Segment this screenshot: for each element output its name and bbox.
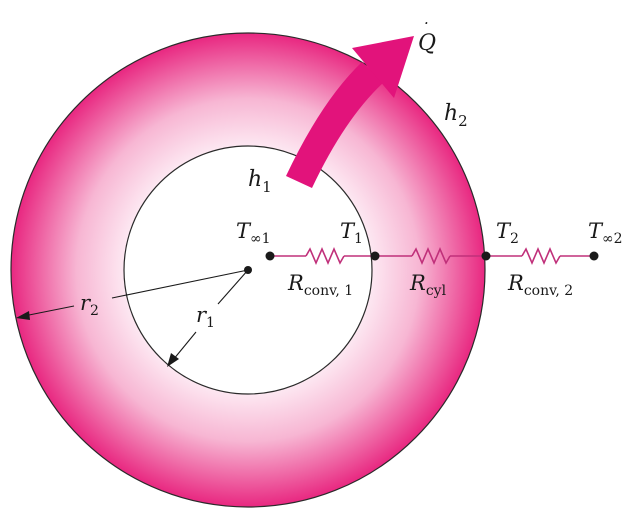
heat-flow-arrow <box>286 36 414 188</box>
node-t-inf2 <box>589 251 599 261</box>
resistance-label-conv1: Rconv, 1 <box>287 271 353 299</box>
heat-rate-label: · Q <box>418 14 436 56</box>
temp-label-t1: T1 <box>340 219 363 247</box>
radius-r1-arrow <box>167 269 249 367</box>
temp-label-t-inf2: T∞2 <box>588 219 622 247</box>
radius-label-r2: r2 <box>80 291 99 319</box>
temp-label-t-inf1: T∞1 <box>236 219 271 247</box>
radius-r2-arrow <box>16 269 249 320</box>
node-t1 <box>370 251 380 261</box>
outer-coefficient-label: h2 <box>444 101 468 130</box>
node-t2 <box>481 251 491 261</box>
node-t-inf1 <box>265 251 275 261</box>
resistance-label-conv2: Rconv, 2 <box>507 271 573 299</box>
resistance-label-cyl: Rcyl <box>409 271 447 299</box>
inner-coefficient-label: h1 <box>248 167 272 196</box>
heat-rate-dot: · <box>424 14 429 32</box>
radius-label-r1: r1 <box>196 303 215 331</box>
heat-rate-symbol: Q <box>418 31 436 56</box>
temp-label-t2: T2 <box>496 219 519 247</box>
